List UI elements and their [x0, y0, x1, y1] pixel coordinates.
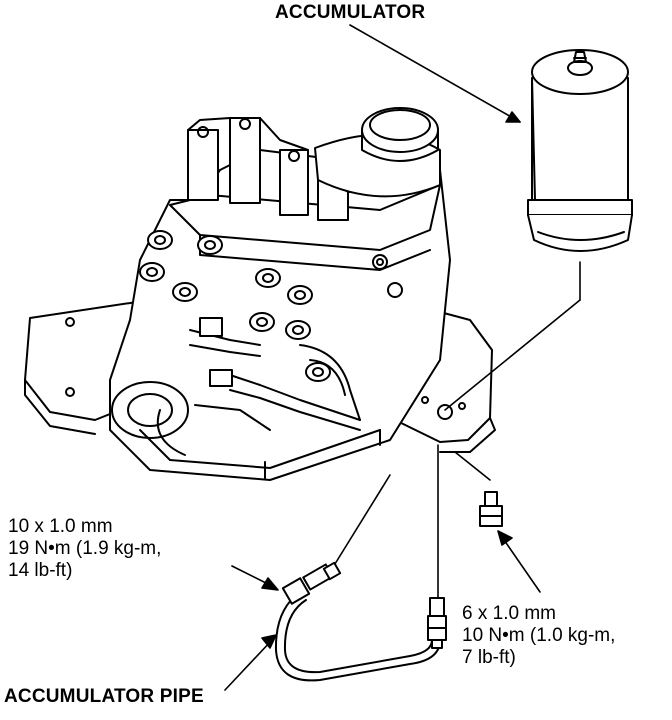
- spec-right-line2: 10 N•m (1.0 kg-m,: [462, 625, 616, 646]
- spec-left-line2: 19 N•m (1.9 kg-m,: [8, 538, 162, 559]
- accumulator-label: ACCUMULATOR: [275, 2, 426, 23]
- accumulator: [527, 49, 633, 252]
- mounting-bolt: [479, 491, 503, 527]
- spec-right-line3: 7 lb-ft): [462, 647, 516, 668]
- spec-left: 10 x 1.0 mm 19 N•m (1.9 kg-m, 14 lb-ft): [8, 516, 161, 582]
- accumulator-pipe-label: ACCUMULATOR PIPE: [4, 686, 204, 707]
- leader-lines: [224, 24, 581, 691]
- spec-left-line1: 10 x 1.0 mm: [8, 516, 113, 537]
- accumulator-pipe: [274, 561, 447, 682]
- modulator-body: [109, 107, 451, 481]
- spec-left-line3: 14 lb-ft): [8, 560, 73, 581]
- spec-right: 6 x 1.0 mm 10 N•m (1.0 kg-m, 7 lb-ft): [462, 603, 615, 669]
- spec-right-line1: 6 x 1.0 mm: [462, 603, 556, 624]
